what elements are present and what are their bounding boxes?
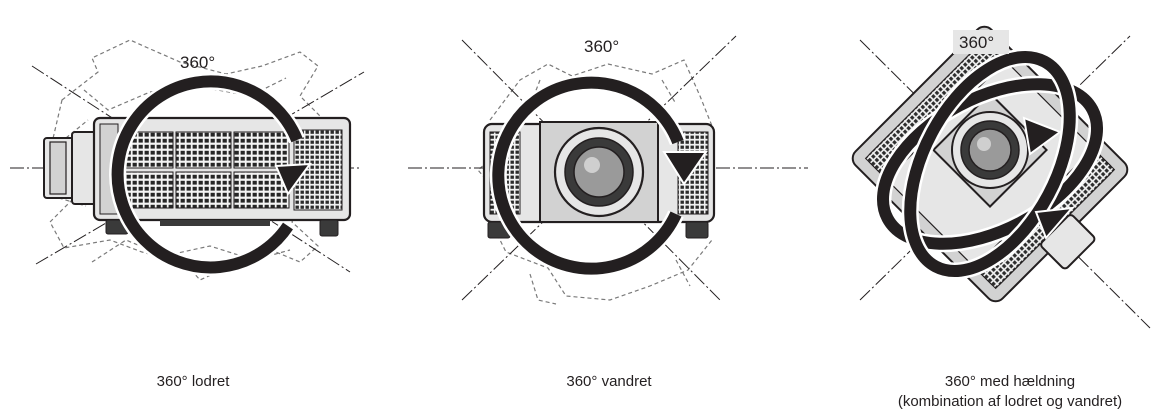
caption-line: 360° lodret [156, 373, 230, 390]
angle-label-horizontal: 360° [584, 37, 619, 56]
rotation-arrow-icon [109, 72, 313, 276]
angle-label-box [953, 30, 1009, 54]
caption-line: 360° vandret [566, 373, 652, 390]
figure-vertical-rotation: 360° [10, 39, 365, 281]
rotation-arrow-icon [874, 48, 1106, 280]
caption-line: 360° med hældning [944, 373, 1076, 390]
caption-line: (kombination af lodret og vandret) [897, 393, 1123, 410]
projector-front-icon [482, 121, 716, 239]
angle-label-vertical: 360° [180, 53, 215, 72]
caption-tilt: 360° med hældning (kombination af lodret… [855, 372, 1165, 412]
angle-label-tilt: 360° [959, 33, 994, 52]
figure-tilt-rotation: 360° [851, 25, 1151, 329]
rotation-arrow-icon [489, 74, 708, 278]
figure-horizontal-rotation: 360° [408, 35, 808, 305]
caption-horizontal: 360° vandret [459, 372, 759, 392]
caption-vertical: 360° lodret [43, 372, 343, 392]
